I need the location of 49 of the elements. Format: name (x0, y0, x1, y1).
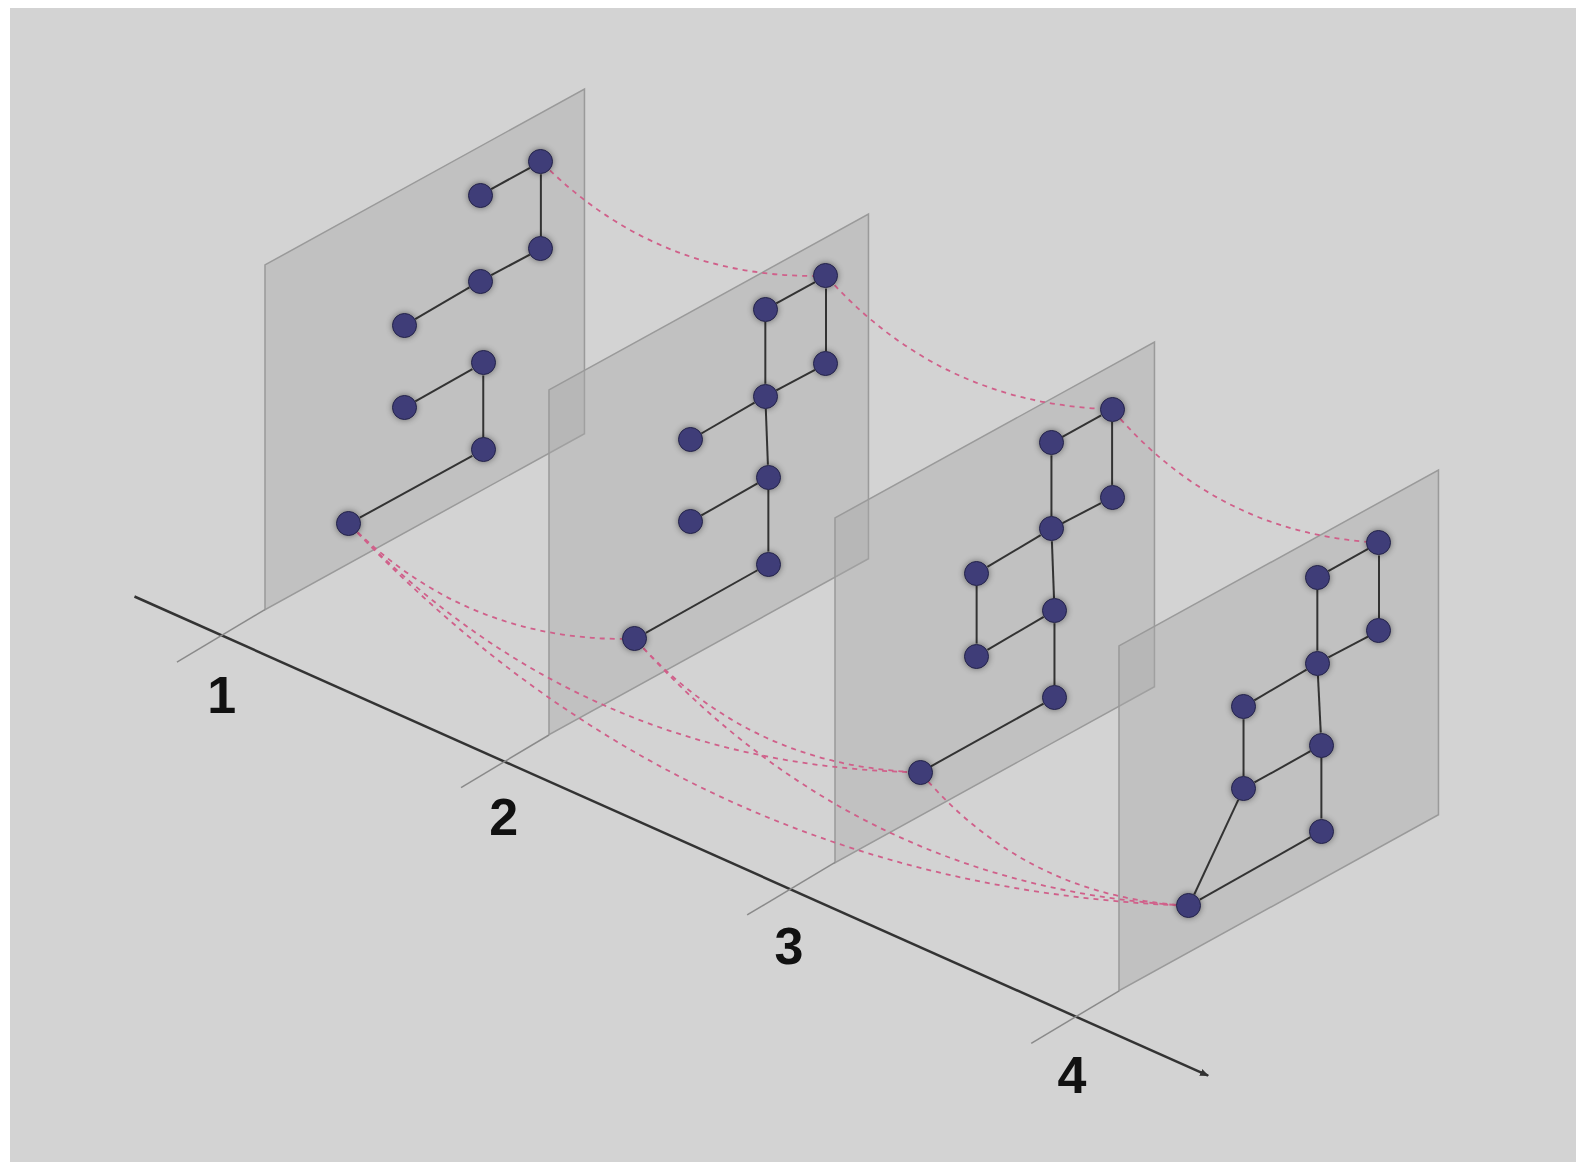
graph-edge (775, 368, 816, 392)
graph-edge (1320, 756, 1323, 820)
graph-edge (1111, 420, 1114, 486)
dashed-link (549, 169, 815, 277)
dashed-link (1119, 417, 1368, 543)
graph-edge (1242, 718, 1245, 778)
graph-edge (767, 488, 770, 553)
graph-edge (1050, 454, 1053, 518)
plane-panel (835, 341, 1155, 863)
graph-edge (482, 374, 485, 439)
graph-edge (1053, 622, 1056, 687)
axis-tick-label: 1 (207, 669, 237, 722)
graph-edge (1253, 750, 1312, 784)
dashed-link (927, 780, 1178, 906)
graph-edge (825, 287, 827, 353)
graph-edge (1327, 548, 1370, 573)
graph-edge (700, 482, 759, 517)
graph-edge (1253, 668, 1308, 702)
graph-edge (358, 454, 474, 519)
graph-edge (700, 401, 756, 435)
graph-edge (1327, 635, 1369, 659)
graph-edge (539, 173, 542, 238)
graph-edge (1050, 540, 1055, 600)
graph-edge (1198, 836, 1312, 901)
graph-edge (1378, 554, 1380, 620)
graph-edge (764, 407, 769, 466)
dashed-link (356, 531, 909, 773)
plane-panel (1119, 470, 1439, 991)
axis-tick-label: 2 (489, 790, 519, 843)
graph-edge (1316, 588, 1319, 652)
axis-tick-label: 3 (774, 920, 804, 972)
graph-edge (986, 615, 1045, 651)
graph-edge (764, 320, 767, 385)
plane-panel (548, 214, 869, 735)
graph-edge (775, 281, 817, 305)
graph-edge (975, 584, 978, 645)
graph-edge (490, 253, 531, 277)
graph-edge (929, 702, 1045, 768)
axis-tick-label: 4 (1057, 1049, 1087, 1102)
graph-edge (986, 534, 1042, 568)
graph-edge (1061, 414, 1103, 438)
graph-edge (644, 569, 759, 634)
graph-edge (1193, 798, 1240, 896)
graph-edge (1316, 674, 1322, 734)
graph-edge (1061, 502, 1102, 524)
graph-edge (490, 166, 531, 191)
plane-panel (264, 88, 585, 610)
graph-edge (414, 368, 474, 403)
graph-edge (414, 286, 471, 321)
